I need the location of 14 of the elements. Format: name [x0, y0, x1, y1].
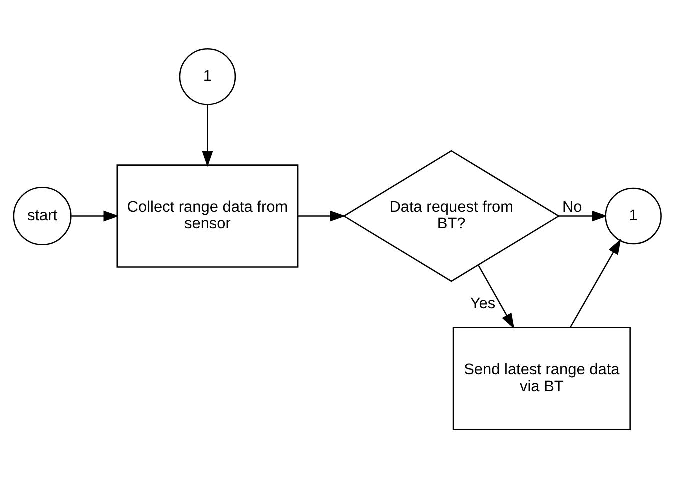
- arrow: [570, 238, 622, 328]
- arrow: [559, 210, 608, 222]
- node-box: Send latest range data via BT: [452, 326, 631, 430]
- node-circle: start: [13, 186, 72, 246]
- node-diamond: Data request from BT?: [342, 150, 560, 282]
- edge-label: Yes: [470, 294, 496, 312]
- node-box: Collect range data from sensor: [116, 164, 299, 268]
- arrow: [478, 264, 515, 329]
- arrow: [202, 104, 214, 167]
- arrow: [72, 210, 120, 222]
- arrow: [298, 210, 346, 222]
- node-circle: 1: [605, 187, 662, 244]
- edge-label: No: [562, 198, 582, 216]
- node-circle: 1: [179, 48, 236, 105]
